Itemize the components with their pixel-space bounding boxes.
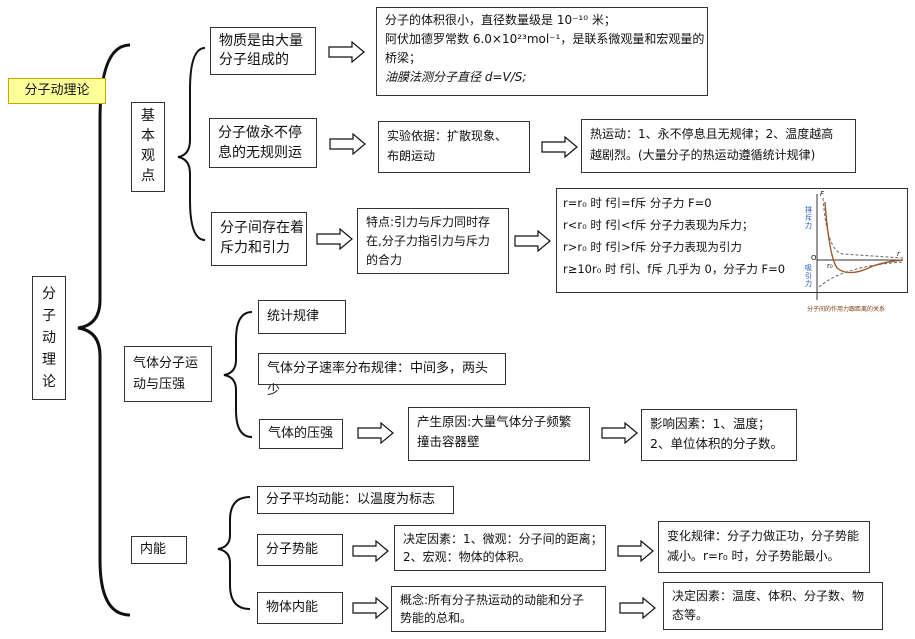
root-char: 子 <box>42 308 56 324</box>
case-line: r=r₀ 时 f引=f斥 分子力 F=0 <box>563 196 712 210</box>
detail-line: 在,分子力指引力与斥力 <box>366 234 490 248</box>
r-axis-label: r <box>897 250 900 258</box>
node-line: 斥力和引力 <box>220 240 290 256</box>
force-cases: r=r₀ 时 f引=f斥 分子力 F=0 r<r₀ 时 f引<f斥 分子力表现为… <box>556 188 908 293</box>
pressure-factors: 影响因素：1、温度； 2、单位体积的分子数。 <box>641 409 797 461</box>
motion-node: 分子做永不停 息的无规则运 <box>209 118 317 168</box>
node-line: 动与压强 <box>133 377 186 392</box>
graph-char: 吸 <box>805 264 812 272</box>
detail-line: 2、单位体积的分子数。 <box>650 436 783 451</box>
total-concept: 概念:所有分子热运动的动能和分子 势能的总和。 <box>391 586 606 632</box>
node-line: 分子间存在着 <box>220 220 304 236</box>
root-char: 分 <box>42 286 56 302</box>
arrow-icon <box>619 597 656 619</box>
detail-line: 布朗运动 <box>387 149 436 163</box>
detail-line: 桥梁； <box>385 51 422 65</box>
detail-line: 态等。 <box>672 608 709 622</box>
potential-node: 分子势能 <box>257 534 343 566</box>
graph-char: 力 <box>805 280 812 288</box>
detail-line: 2、宏观：物体的体积。 <box>403 550 531 564</box>
detail-line: 决定因素：温度、体积、分子数、物 <box>672 589 865 603</box>
diagram-title: 分子动理论 <box>8 78 106 104</box>
detail-line: 油膜法测分子直径 d=V/S; <box>385 70 527 84</box>
thermal-motion: 热运动：1、永不停息且无规律；2、温度越高 越剧烈。(大量分子的热运动遵循统计规… <box>581 119 856 173</box>
force-curve <box>816 194 904 300</box>
pressure-cause: 产生原因:大量气体分子频繁 撞击容器壁 <box>408 407 590 461</box>
basic-char: 点 <box>141 168 155 184</box>
arrow-icon <box>541 136 578 158</box>
arrow-icon <box>316 228 353 250</box>
case-line: r>r₀ 时 f引>f斥 分子力表现为引力 <box>563 240 742 254</box>
potential-factors: 决定因素：1、微观：分子间的距离； 2、宏观：物体的体积。 <box>394 525 606 571</box>
root-char: 论 <box>42 374 56 390</box>
force-node: 分子间存在着 斥力和引力 <box>211 212 307 266</box>
arrow-icon <box>514 230 551 252</box>
graph-char: 斥 <box>805 214 812 222</box>
arrow-icon <box>328 41 365 63</box>
detail-line: 势能的总和。 <box>400 611 473 625</box>
basic-char: 本 <box>141 128 155 144</box>
detail-line: 实验依据：扩散现象、 <box>387 129 508 143</box>
statistics-node: 统计规律 <box>258 300 346 334</box>
detail-line: 特点:引力与斥力同时存 <box>366 215 491 229</box>
root-node: 分 子 动 理 论 <box>32 276 66 400</box>
detail-line: 撞击容器壁 <box>417 434 480 449</box>
pressure-node: 气体的压强 <box>259 419 343 449</box>
arrow-icon <box>601 422 638 444</box>
basic-view-node: 基 本 观 点 <box>131 102 165 192</box>
node-line: 分子组成的 <box>219 52 289 68</box>
force-feature: 特点:引力与斥力同时存 在,分子力指引力与斥力 的合力 <box>357 208 509 274</box>
arrow-icon <box>617 540 654 562</box>
case-line: r<r₀ 时 f引<f斥 分子力表现为斥力； <box>563 218 754 232</box>
gas-node: 气体分子运 动与压强 <box>124 346 212 402</box>
f-axis-label: F <box>820 190 825 198</box>
arrow-icon <box>329 133 366 155</box>
motion-evidence: 实验依据：扩散现象、 布朗运动 <box>378 121 530 173</box>
internal-energy-node: 内能 <box>131 536 187 564</box>
detail-line: 的合力 <box>366 253 403 267</box>
case-line: r≥10r₀ 时 f引、f斥 几乎为 0，分子力 F=0 <box>563 262 786 276</box>
arrow-icon <box>352 597 389 619</box>
potential-rule: 变化规律：分子力做正功，分子势能 减小。r=r₀ 时，分子势能最小。 <box>658 521 870 573</box>
root-char: 理 <box>42 352 56 368</box>
detail-line: 影响因素：1、温度； <box>650 416 771 431</box>
detail-line: 决定因素：1、微观：分子间的距离； <box>403 532 603 546</box>
graph-caption: 分子间的作用力跟距离的关系 <box>807 306 886 313</box>
arrow-icon <box>357 422 394 444</box>
matter-node: 物质是由大量 分子组成的 <box>210 27 316 75</box>
r0-label: r₀ <box>827 262 833 270</box>
force-distance-graph: 排 斥 力 吸 引 力 F r r₀ O 分子间的作用力跟距离的关系 <box>803 190 906 316</box>
node-line: 息的无规则运 <box>218 145 302 161</box>
attraction-label: 吸 引 力 <box>805 264 812 288</box>
detail-line: 分子的体积很小，直径数量级是 10⁻¹⁰ 米； <box>385 13 616 27</box>
matter-detail: 分子的体积很小，直径数量级是 10⁻¹⁰ 米； 阿伏加德罗常数 6.0×10²³… <box>376 7 708 96</box>
node-line: 分子做永不停 <box>218 125 302 141</box>
origin-label: O <box>811 254 817 262</box>
node-line: 气体分子运 <box>133 356 199 371</box>
detail-line: 热运动：1、永不停息且无规律；2、温度越高 <box>590 127 834 141</box>
repulsion-label: 排 斥 力 <box>805 206 812 230</box>
total-factors: 决定因素：温度、体积、分子数、物 态等。 <box>663 582 883 630</box>
graph-char: 引 <box>805 272 812 280</box>
basic-char: 基 <box>141 108 155 124</box>
graph-char: 排 <box>805 206 812 214</box>
detail-line: 减小。r=r₀ 时，分子势能最小。 <box>667 549 840 563</box>
detail-line: 变化规律：分子力做正功，分子势能 <box>667 529 860 543</box>
root-char: 动 <box>42 330 56 346</box>
detail-line: 阿伏加德罗常数 6.0×10²³mol⁻¹，是联系微观量和宏观量的 <box>385 32 705 46</box>
detail-line: 概念:所有分子热运动的动能和分子 <box>400 593 585 607</box>
average-kinetic: 分子平均动能：以温度为标志 <box>257 486 454 514</box>
graph-char: 力 <box>805 222 812 230</box>
arrow-icon <box>352 540 389 562</box>
detail-line: 产生原因:大量气体分子频繁 <box>417 414 572 429</box>
total-internal-node: 物体内能 <box>257 592 343 624</box>
basic-char: 观 <box>141 148 155 164</box>
detail-line: 越剧烈。(大量分子的热运动遵循统计规律) <box>590 148 816 162</box>
speed-distribution: 气体分子速率分布规律：中间多，两头少 <box>258 353 506 398</box>
node-line: 物质是由大量 <box>219 33 303 49</box>
